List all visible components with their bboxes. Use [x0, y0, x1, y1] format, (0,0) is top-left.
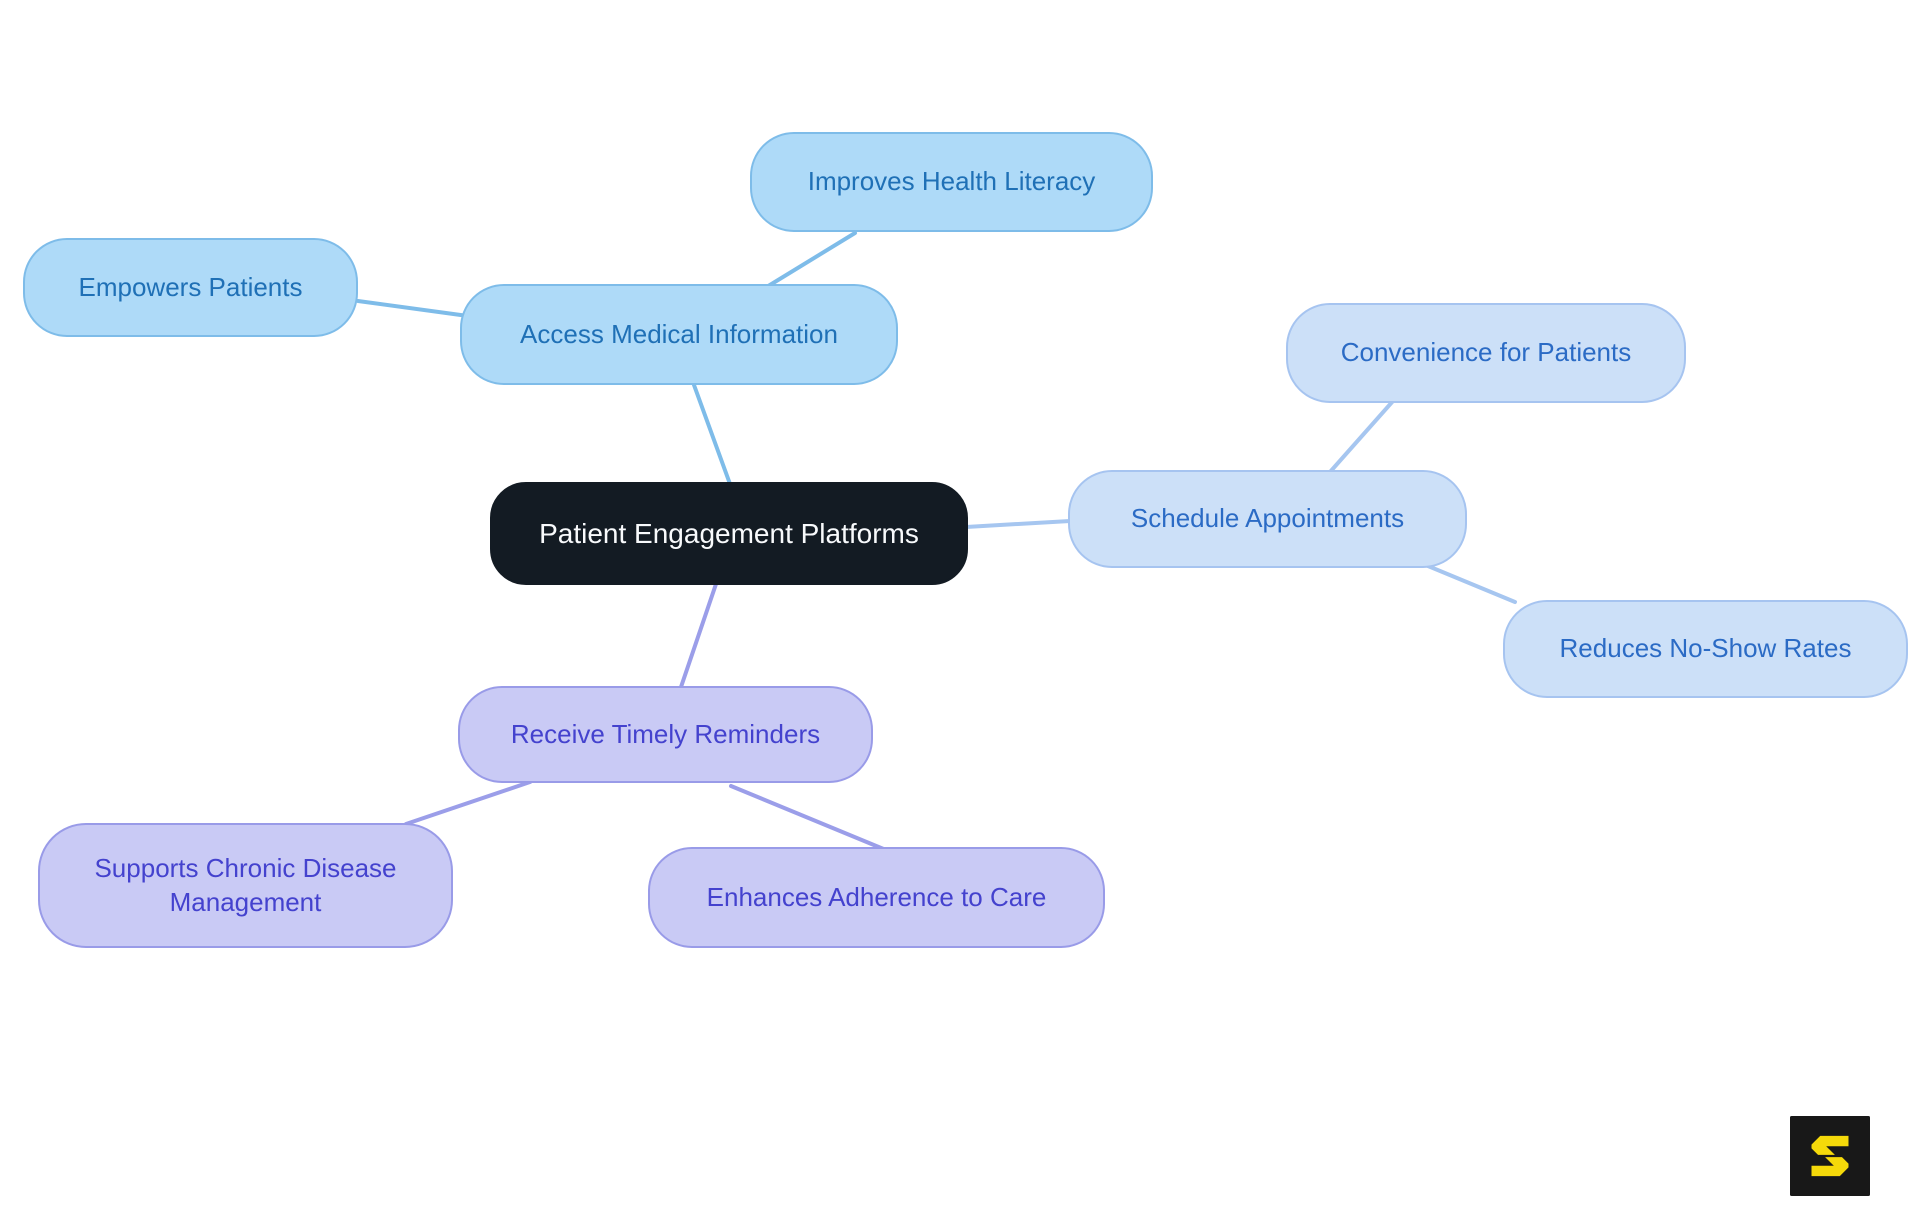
node-receive-timely-reminders[interactable]: Receive Timely Reminders	[458, 686, 873, 783]
node-improves-health-literacy[interactable]: Improves Health Literacy	[750, 132, 1153, 232]
node-empowers-patients[interactable]: Empowers Patients	[23, 238, 358, 337]
node-label: Convenience for Patients	[1340, 337, 1632, 368]
node-access-medical-information[interactable]: Access Medical Information	[460, 284, 898, 385]
node-label: Receive Timely Reminders	[510, 718, 821, 749]
node-patient-engagement-platforms[interactable]: Patient Engagement Platforms	[490, 482, 968, 585]
logo-s-bottom-stroke	[1811, 1157, 1849, 1177]
edge-schedule-appointments--reduces-no-show-rates	[1426, 564, 1517, 604]
edge-patient-engagement-platforms--schedule-appointments	[964, 519, 1072, 529]
node-label: Improves Health Literacy	[807, 166, 1096, 197]
node-schedule-appointments[interactable]: Schedule Appointments	[1068, 470, 1467, 568]
logo-s-top-stroke	[1811, 1135, 1849, 1155]
node-label: Supports Chronic Disease Management	[94, 853, 397, 917]
edge-empowers-patients--access-medical-information	[356, 299, 470, 318]
node-supports-chronic-disease-management[interactable]: Supports Chronic Disease Management	[38, 823, 453, 948]
node-label: Enhances Adherence to Care	[706, 881, 1047, 912]
edge-access-medical-information--patient-engagement-platforms	[692, 383, 732, 486]
node-label: Reduces No-Show Rates	[1559, 633, 1852, 664]
edge-receive-timely-reminders--supports-chronic-disease-management	[404, 780, 532, 826]
edge-patient-engagement-platforms--receive-timely-reminders	[679, 582, 718, 689]
node-enhances-adherence-to-care[interactable]: Enhances Adherence to Care	[648, 847, 1105, 948]
node-convenience-for-patients[interactable]: Convenience for Patients	[1286, 303, 1686, 403]
node-label: Schedule Appointments	[1130, 503, 1405, 534]
edge-improves-health-literacy--access-medical-information	[763, 231, 857, 290]
node-label: Empowers Patients	[78, 271, 303, 302]
node-label: Patient Engagement Platforms	[539, 517, 919, 549]
node-reduces-no-show-rates[interactable]: Reduces No-Show Rates	[1503, 600, 1908, 698]
brand-logo	[1790, 1113, 1870, 1199]
edge-receive-timely-reminders--enhances-adherence-to-care	[729, 784, 888, 852]
s-logo-icon	[1790, 1116, 1870, 1196]
node-label: Access Medical Information	[520, 318, 838, 349]
edge-convenience-for-patients--schedule-appointments	[1328, 399, 1395, 474]
logo-background	[1790, 1116, 1870, 1196]
